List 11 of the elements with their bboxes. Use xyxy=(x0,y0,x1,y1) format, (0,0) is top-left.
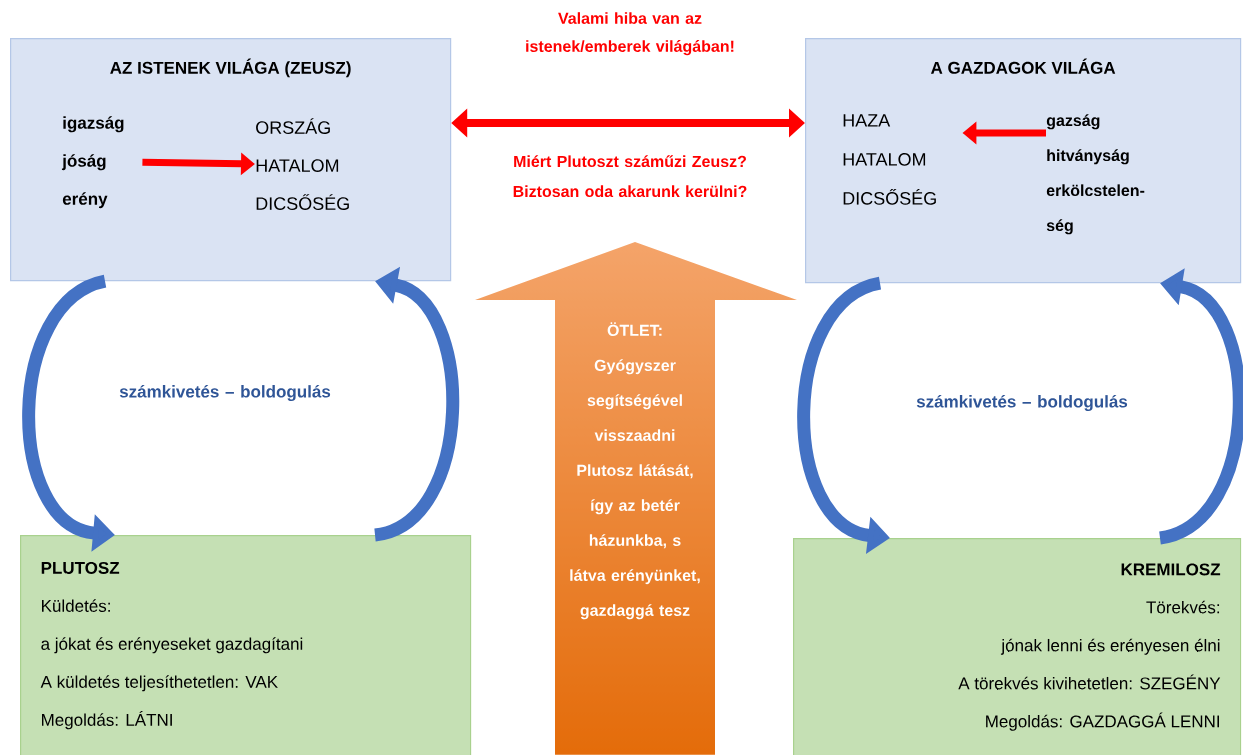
warning-text: Valami hiba van az istenek/emberek világában! xyxy=(526,12,734,56)
word-list: HAZA HATALOM DICSŐSÉG xyxy=(843,114,936,205)
word-list: ORSZÁG HATALOM DICSŐSÉG xyxy=(256,118,349,210)
question-text: Miért Plutoszt száműzi Zeusz? Biztosan oda akarunk kerülni? xyxy=(513,155,747,198)
word-list: gazság hitványság erkölcstelen- ség xyxy=(1046,114,1145,235)
character-box: PLUTOSZ Küldetés: a jókat és erényeseket gazdagítani A küldetés teljesíthetetlen: VAK Megoldás: LÁTNI xyxy=(20,535,472,755)
cycle-label: számkivetés – boldogulás xyxy=(119,384,331,402)
word-list: igazság jóság erény xyxy=(61,116,124,209)
character-box: KREMILOSZ Törekvés: jónak lenni és erényesen élni A törekvés kivihetetlen: SZEGÉNY Megoldás: GAZDAGGÁ LENNI xyxy=(793,538,1242,755)
idea-arrow: ÖTLET: Gyógyszer segítségével visszaadni Plutosz látását, így az betér házunkba, s látva erényünket, gazdaggá tesz xyxy=(570,322,700,620)
cycle-label: számkivetés – boldogulás xyxy=(916,394,1128,412)
